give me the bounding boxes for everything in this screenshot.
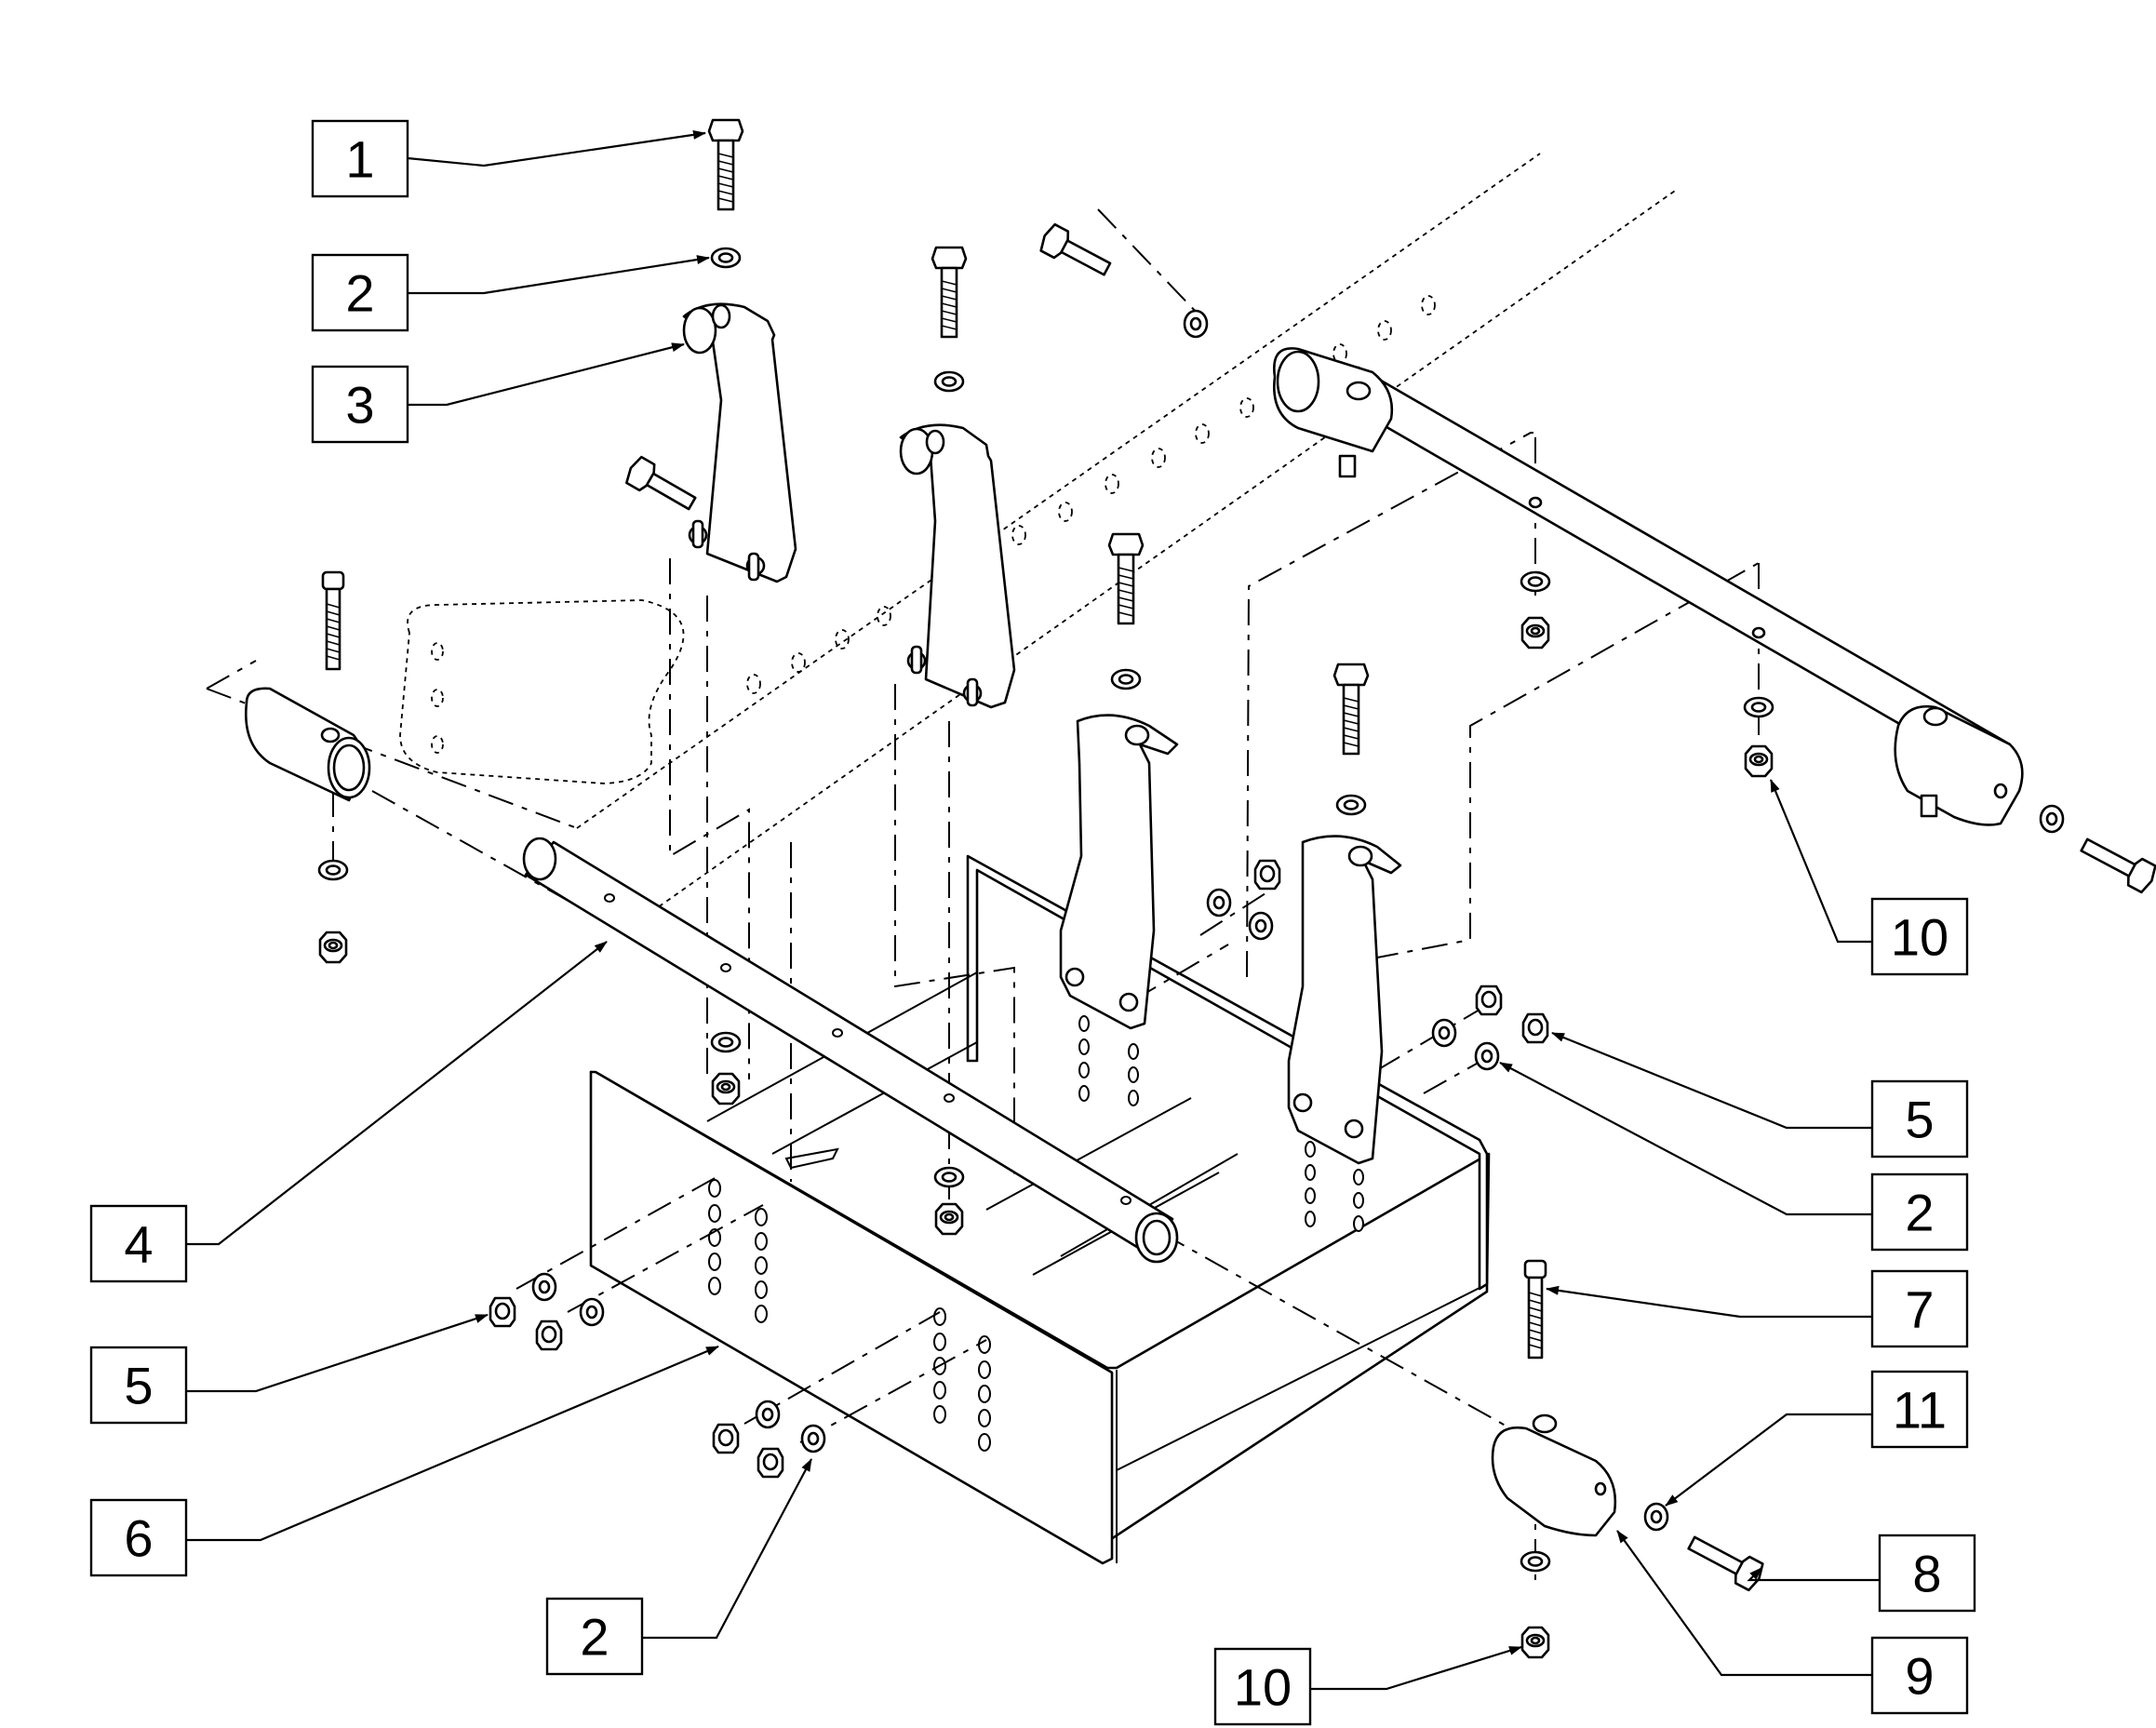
svg-text:11: 11 <box>1893 1381 1947 1440</box>
svg-text:10: 10 <box>1891 908 1948 967</box>
svg-text:5: 5 <box>124 1357 153 1415</box>
left-collar <box>245 687 371 802</box>
svg-text:1: 1 <box>345 130 374 189</box>
callout-2-bottom: 2 <box>545 1458 812 1676</box>
rear-crossbar <box>1272 347 2024 826</box>
callout-5-left: 5 <box>89 1313 489 1425</box>
callout-8: 8 <box>1747 1534 1976 1613</box>
svg-text:2: 2 <box>345 264 374 323</box>
seat-outline <box>399 153 1676 913</box>
svg-text:7: 7 <box>1905 1280 1934 1339</box>
callout-5-right: 5 <box>1551 1031 1969 1159</box>
callout-4: 4 <box>89 941 608 1283</box>
callout-7: 7 <box>1546 1269 1969 1348</box>
fasteners <box>317 118 2156 1659</box>
svg-text:3: 3 <box>345 376 374 435</box>
callout-9: 9 <box>1616 1530 1969 1715</box>
callout-10-bottom: 10 <box>1213 1645 1522 1726</box>
svg-text:4: 4 <box>124 1215 153 1274</box>
svg-text:9: 9 <box>1905 1647 1934 1706</box>
callout-2-top: 2 <box>311 253 710 332</box>
callout-11: 11 <box>1665 1370 1969 1507</box>
svg-text:2: 2 <box>1905 1184 1934 1242</box>
bracket-pins <box>691 519 979 707</box>
front-crossbar <box>522 837 1179 1264</box>
svg-text:6: 6 <box>124 1509 153 1568</box>
svg-text:10: 10 <box>1234 1658 1292 1717</box>
callout-6: 6 <box>89 1345 719 1577</box>
callout-1: 1 <box>311 119 706 198</box>
callout-10-top: 10 <box>1769 779 1969 976</box>
right-collar <box>1491 1413 1617 1537</box>
svg-text:2: 2 <box>580 1608 609 1667</box>
svg-text:5: 5 <box>1905 1091 1934 1149</box>
callout-3: 3 <box>311 342 685 444</box>
callout-2-right: 2 <box>1499 1062 1969 1252</box>
bracket-right-b <box>1287 835 1402 1232</box>
bracket-right-a <box>1059 714 1179 1106</box>
svg-text:8: 8 <box>1912 1545 1941 1603</box>
base-pan <box>589 854 1491 1565</box>
